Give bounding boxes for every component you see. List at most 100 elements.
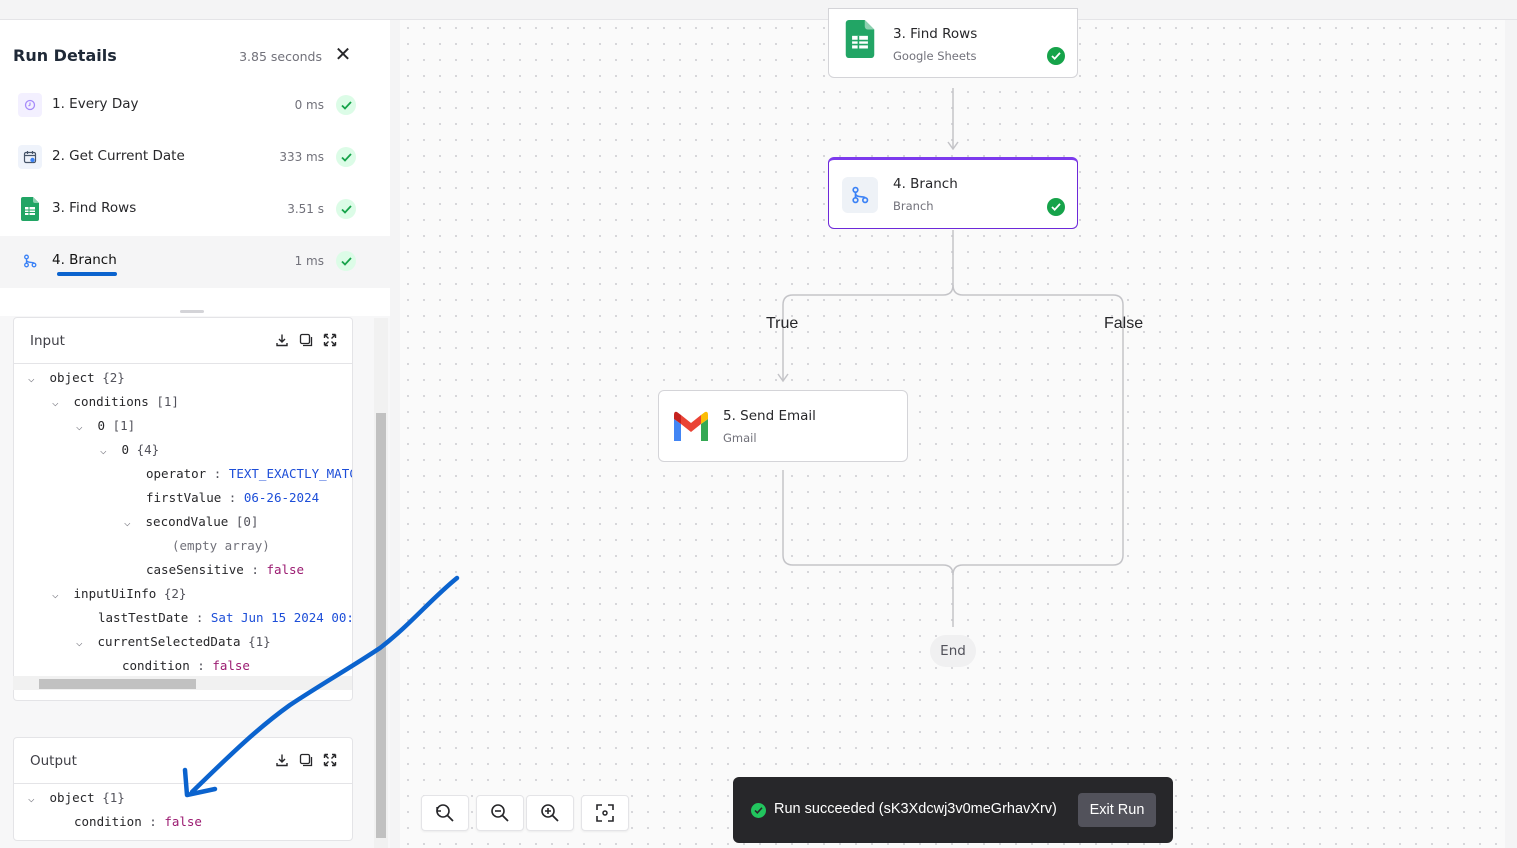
output-panel-header: Output [14,738,352,784]
step-label: 1. Every Day [52,96,139,112]
chevron-down-icon[interactable]: ⌵ [124,516,131,529]
tree-node[interactable]: ⌵ currentSelectedData {1} [76,630,271,654]
download-icon[interactable] [274,332,290,348]
tree-value: false [212,658,250,673]
tree-sep: : [149,814,157,829]
zoom-in-icon [541,804,559,822]
node-title: 4. Branch [893,176,958,192]
node-subtitle: Google Sheets [893,49,977,63]
tree-node[interactable]: ⌵ inputUiInfo {2} [52,582,186,606]
tree-node[interactable]: ⌵ object {2} [28,366,125,390]
chevron-down-icon[interactable]: ⌵ [52,396,59,409]
tree-leaf: operator : TEXT_EXACTLY_MATC [146,462,353,486]
step-item-get-current-date[interactable]: 2. Get Current Date 333 ms [0,132,390,184]
flow-node-branch[interactable]: 4. Branch Branch [828,157,1078,229]
step-time: 0 ms [294,98,324,112]
tree-key: operator [146,466,207,481]
step-label: 4. Branch [52,252,117,268]
chevron-down-icon[interactable]: ⌵ [52,588,59,601]
tree-node[interactable]: ⌵ conditions [1] [52,390,179,414]
step-item-find-rows[interactable]: 3. Find Rows 3.51 s [0,184,390,236]
tree-meta: {4} [136,442,160,457]
tree-value: 06-26-2024 [243,490,320,505]
run-details-header: Run Details 3.85 seconds ✕ [13,44,358,68]
tree-node[interactable]: ⌵ 0 [1] [76,414,135,438]
exit-run-button[interactable]: Exit Run [1078,793,1156,827]
flow-node-find-rows[interactable]: 3. Find Rows Google Sheets [828,8,1078,78]
tree-node[interactable]: ⌵ secondValue [0] [124,510,258,534]
tree-leaf: condition : false [74,810,202,834]
tree-meta: {1} [248,634,271,649]
step-list: 1. Every Day 0 ms 2. Get Current Date 33… [0,80,390,288]
chevron-down-icon[interactable]: ⌵ [76,636,83,649]
tree-meta: {2} [163,586,187,601]
branch-label-true: True [766,315,799,332]
step-item-branch[interactable]: 4. Branch 1 ms [0,236,390,288]
expand-icon[interactable] [322,332,338,348]
annotation-underline [57,272,117,276]
scrollbar-thumb[interactable] [39,679,196,689]
input-panel: Input ⌵ object {2} ⌵ conditions [1] ⌵ 0 … [13,317,353,701]
chevron-down-icon[interactable]: ⌵ [76,420,83,433]
node-title: 3. Find Rows [893,26,978,42]
copy-icon[interactable] [298,752,314,768]
tree-key: object [49,370,95,385]
flow-end-node: End [930,635,976,667]
chevron-down-icon[interactable]: ⌵ [28,372,35,385]
close-icon[interactable]: ✕ [334,44,352,66]
tree-node[interactable]: ⌵ 0 {4} [100,438,159,462]
tree-key: condition [74,814,142,829]
scrollbar-thumb[interactable] [376,413,386,838]
reset-zoom-icon [436,804,454,822]
node-subtitle: Branch [893,199,934,213]
check-icon [1047,47,1065,65]
reset-zoom-button[interactable] [421,795,469,831]
run-duration: 3.85 seconds [239,49,322,64]
tree-sep: : [251,562,259,577]
canvas-right-edge [1505,20,1517,848]
toast-message: Run succeeded (sK3Xdcwj3v0meGrhavXrv) [774,801,1057,817]
node-subtitle: Gmail [723,431,757,445]
clock-icon [18,93,42,117]
vertical-scrollbar[interactable] [374,318,388,848]
run-details-title: Run Details [13,46,117,65]
success-check-icon [751,803,766,818]
tree-value: TEXT_EXACTLY_MATC [228,466,353,481]
chevron-down-icon[interactable]: ⌵ [100,444,107,457]
tree-node[interactable]: ⌵ object {1} [28,786,125,810]
fit-view-button[interactable] [581,795,629,831]
step-time: 3.51 s [287,202,324,216]
zoom-in-button[interactable] [526,795,574,831]
horizontal-scrollbar[interactable] [13,676,352,690]
step-time: 1 ms [294,254,324,268]
tree-key: lastTestDate [98,610,189,625]
check-icon [336,147,356,167]
tree-meta: [1] [112,418,136,433]
check-icon [336,251,356,271]
google-sheets-icon [845,20,875,58]
flow-canvas[interactable] [400,20,1505,848]
download-icon[interactable] [274,752,290,768]
step-item-every-day[interactable]: 1. Every Day 0 ms [0,80,390,132]
branch-icon [18,249,42,273]
calendar-icon [18,145,42,169]
tree-key: firstValue [146,490,222,505]
tree-key: condition [122,658,190,673]
node-title: 5. Send Email [723,408,816,424]
zoom-out-button[interactable] [476,795,524,831]
tree-meta: {2} [102,370,125,385]
check-icon [336,95,356,115]
branch-icon [842,177,878,213]
resize-handle[interactable] [180,310,204,313]
panel-resizer[interactable] [390,20,400,848]
step-label: 2. Get Current Date [52,148,185,164]
chevron-down-icon[interactable]: ⌵ [28,792,35,805]
fit-view-icon [596,804,614,822]
tree-key: 0 [97,418,106,433]
output-panel-title: Output [30,753,77,769]
expand-icon[interactable] [322,752,338,768]
copy-icon[interactable] [298,332,314,348]
tree-leaf: lastTestDate : Sat Jun 15 2024 00: [98,606,352,630]
flow-node-send-email[interactable]: 5. Send Email Gmail [658,390,908,462]
tree-key: conditions [73,394,149,409]
